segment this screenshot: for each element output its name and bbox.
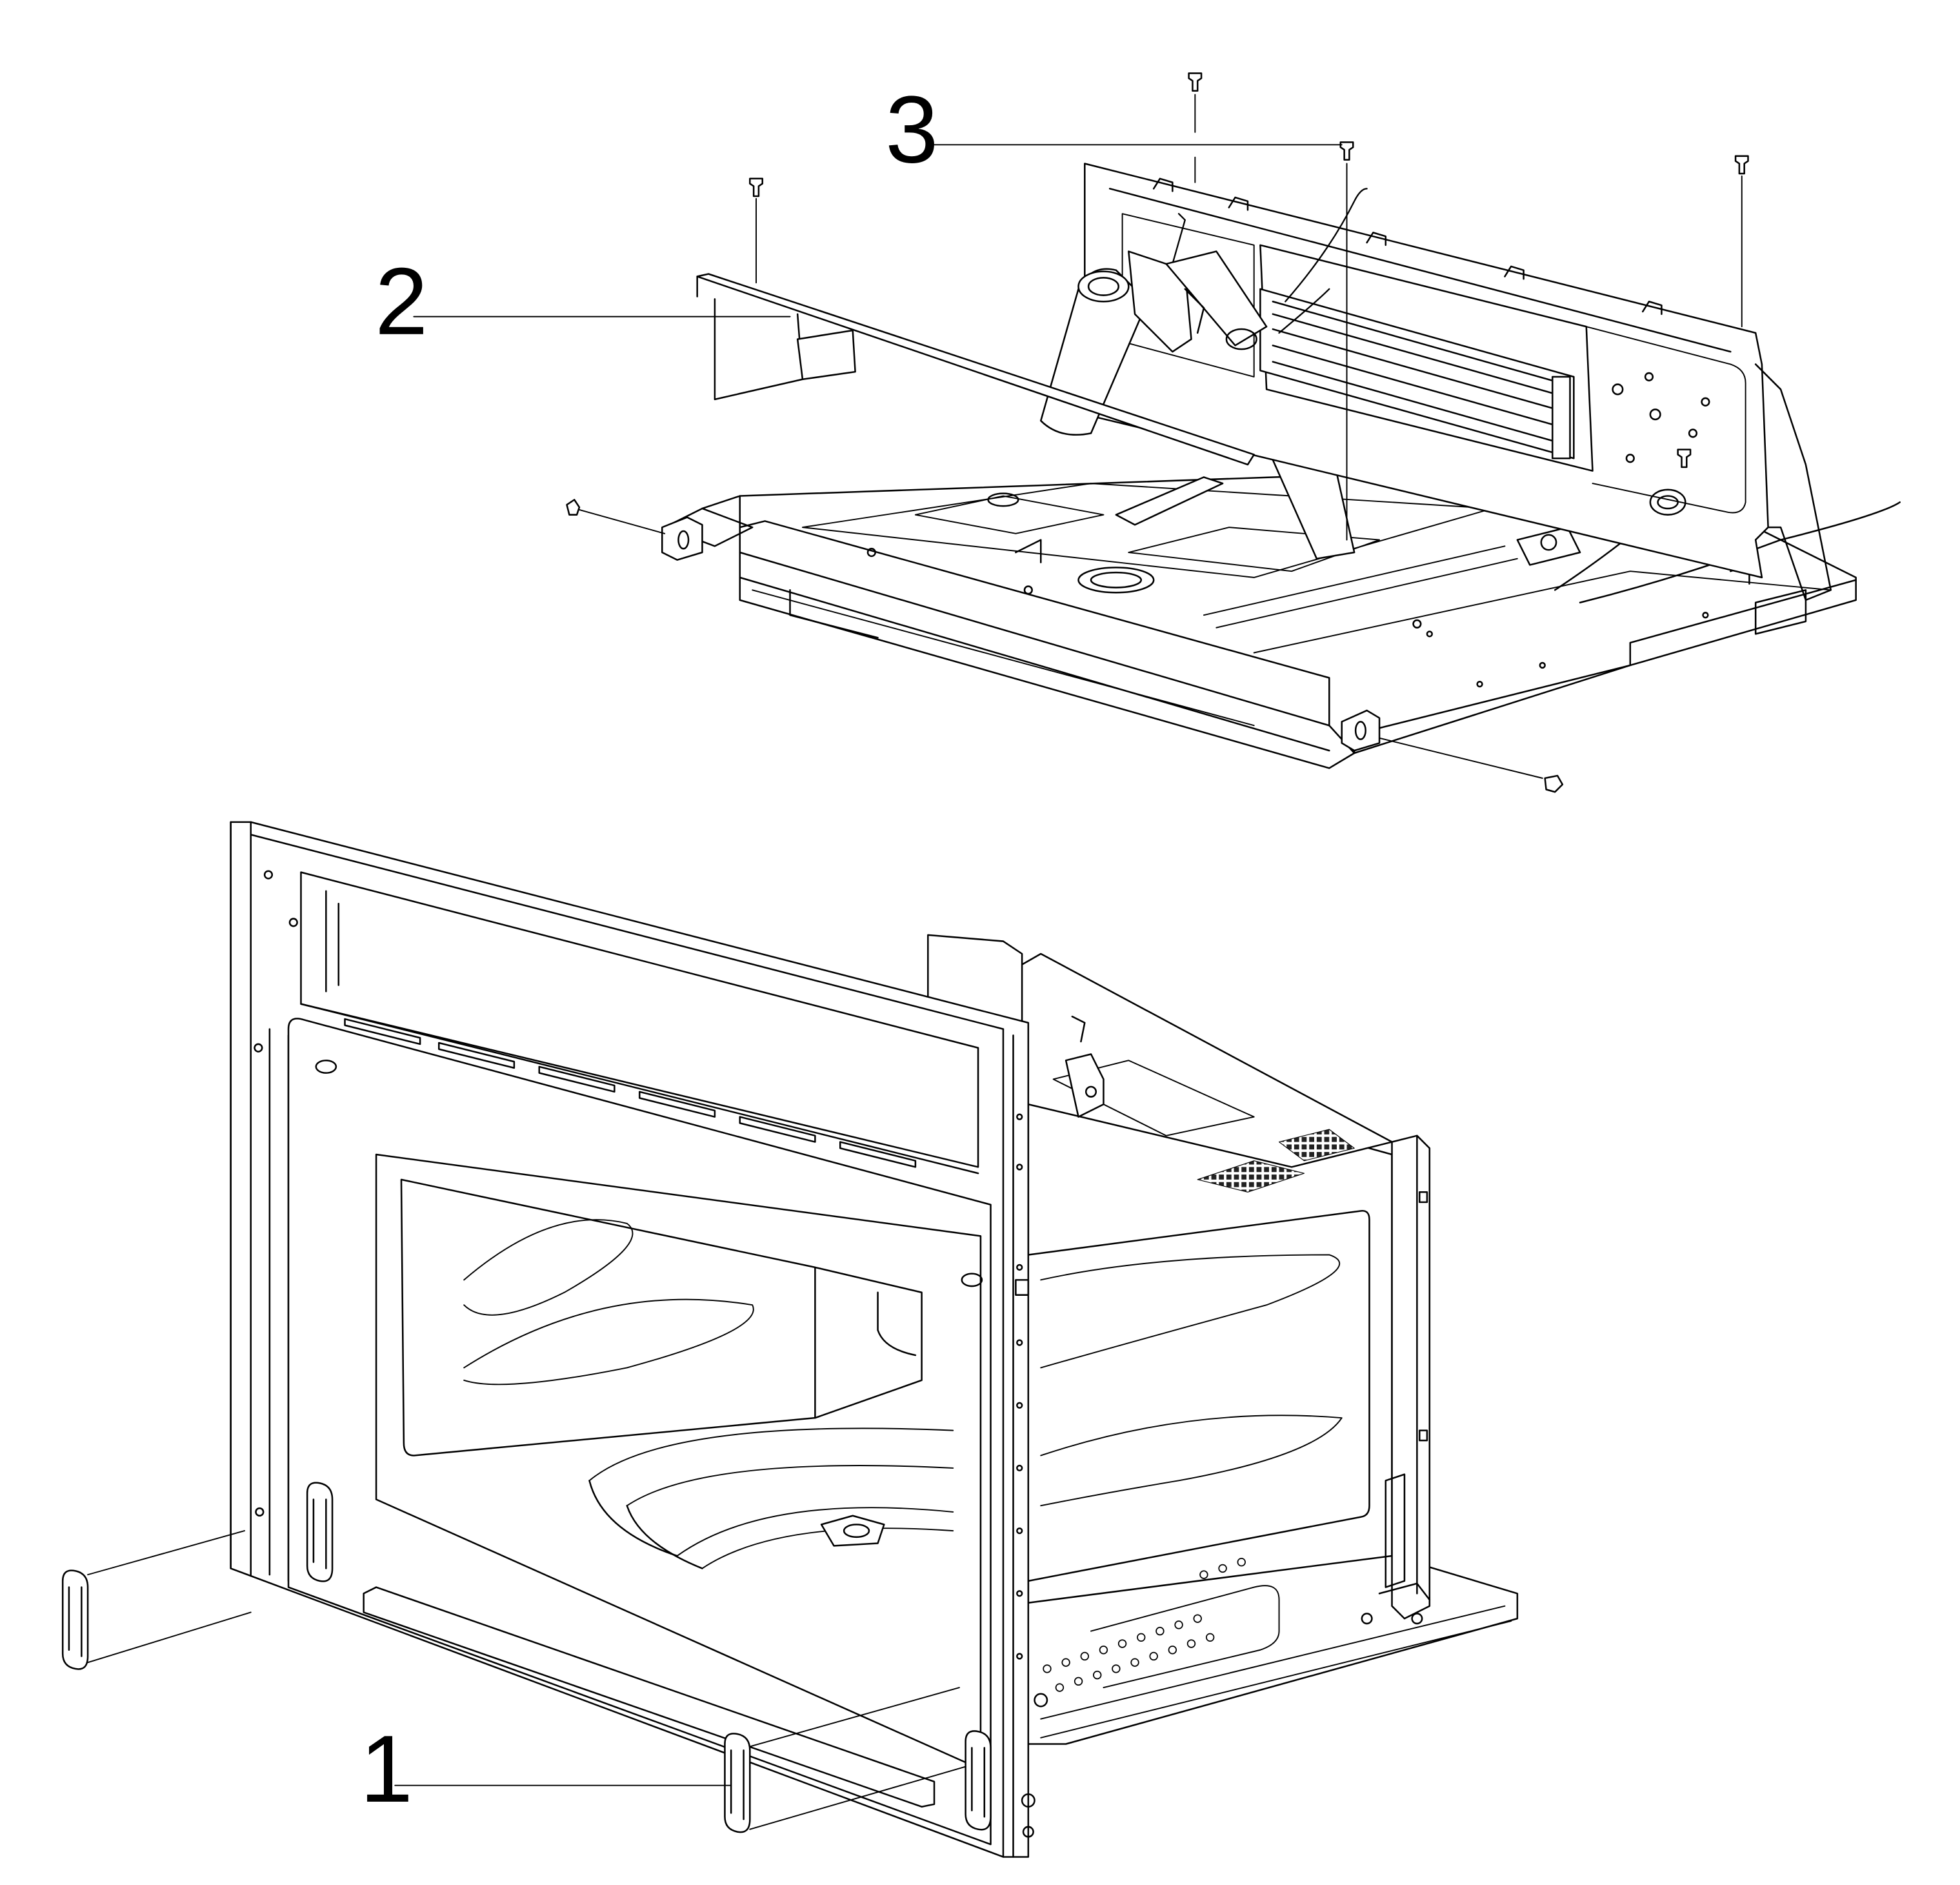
screw-callout-3: [1339, 141, 1354, 541]
frame-slot-left: [306, 1482, 334, 1582]
callout-1-label: 1: [360, 1716, 413, 1822]
part-1-clip-right: [724, 1687, 966, 1833]
rear-panel: [1084, 163, 1832, 601]
front-frame: [230, 821, 1035, 1858]
oven-cavity: [952, 953, 1519, 1745]
screw-top-center: [1188, 72, 1203, 183]
callout-2-label: 2: [375, 248, 428, 355]
screw-top-right: [1734, 155, 1749, 328]
part-2-shield-panel: [696, 273, 1255, 466]
top-base-assembly: [661, 438, 1901, 769]
callout-3-label: 3: [885, 77, 938, 183]
screw-bottom-right: [1379, 737, 1564, 793]
part-1-clip-left: [61, 1530, 252, 1670]
frame-slot-right: [965, 1730, 992, 1831]
screw-left-side: [566, 499, 666, 534]
screw-rear-right: [1677, 449, 1692, 469]
screw-top-left: [749, 177, 764, 284]
